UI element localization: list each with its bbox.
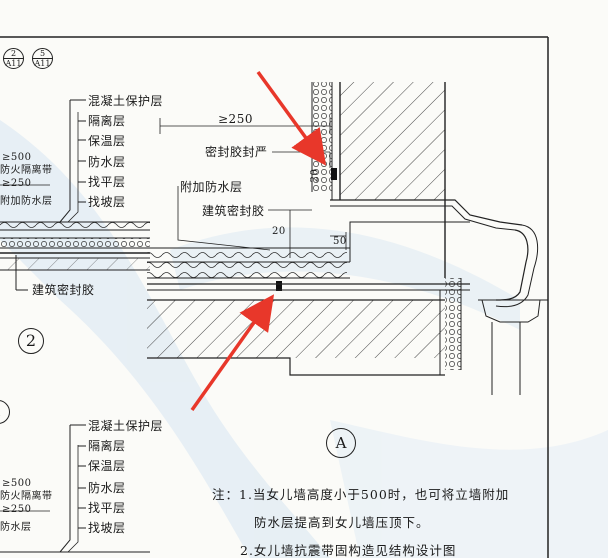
left-upper-sealant: 建筑密封胶 (32, 283, 95, 297)
note-line-1: 注：1.当女儿墙高度小于500时，也可将立墙附加 (212, 487, 510, 502)
detail-dim-20: 20 (272, 226, 286, 237)
upper-layer-6: 找坡层 (88, 195, 126, 209)
note-line-3: 2.女儿墙抗震带固构造见结构设计图 (240, 543, 457, 558)
lower-layer-5: 找平层 (88, 501, 126, 515)
left-upper-add-waterproof: 附加防水层 (0, 196, 53, 207)
left-upper-firebreak: 防火隔离带 (0, 165, 53, 176)
left-lower-firebreak: 防火隔离带 (0, 491, 53, 502)
lower-layer-2: 隔离层 (88, 439, 126, 453)
detail-circle-a: A (326, 428, 356, 458)
lower-layer-1: 混凝土保护层 (88, 419, 164, 433)
left-lower-waterproof: 防水层 (0, 522, 32, 533)
left-lower-dim-250: ≥250 (2, 504, 32, 515)
detail-add-waterproof: 附加防水层 (180, 180, 243, 194)
left-upper-dim-500: ≥500 (2, 152, 32, 163)
detail-dim-50: 50 (333, 236, 347, 247)
upper-layer-5: 找平层 (88, 175, 126, 189)
left-lower-section (0, 424, 150, 553)
detail-sealant: 建筑密封胶 (202, 204, 265, 218)
lower-layer-4: 防水层 (88, 481, 126, 495)
left-upper-section (0, 99, 150, 291)
detail-dim-20-top: 20 (309, 168, 321, 183)
upper-layer-1: 混凝土保护层 (88, 94, 164, 108)
upper-layer-3: 保温层 (88, 134, 126, 148)
red-arrow-bottom (190, 294, 275, 412)
left-lower-dim-500: ≥500 (2, 478, 32, 489)
detail-dim-250: ≥250 (218, 112, 253, 126)
red-arrow-top (256, 70, 327, 166)
upper-layer-4: 防水层 (88, 155, 126, 169)
lower-layer-6: 找坡层 (88, 521, 126, 535)
left-upper-dim-250: ≥250 (2, 178, 32, 189)
detail-sealant-seal: 密封胶封严 (205, 145, 268, 159)
lower-layer-3: 保温层 (88, 459, 126, 473)
note-line-2: 防水层提高到女儿墙压顶下。 (254, 515, 430, 530)
detail-circle-2: 2 (18, 328, 44, 354)
upper-layer-2: 隔离层 (88, 114, 126, 128)
